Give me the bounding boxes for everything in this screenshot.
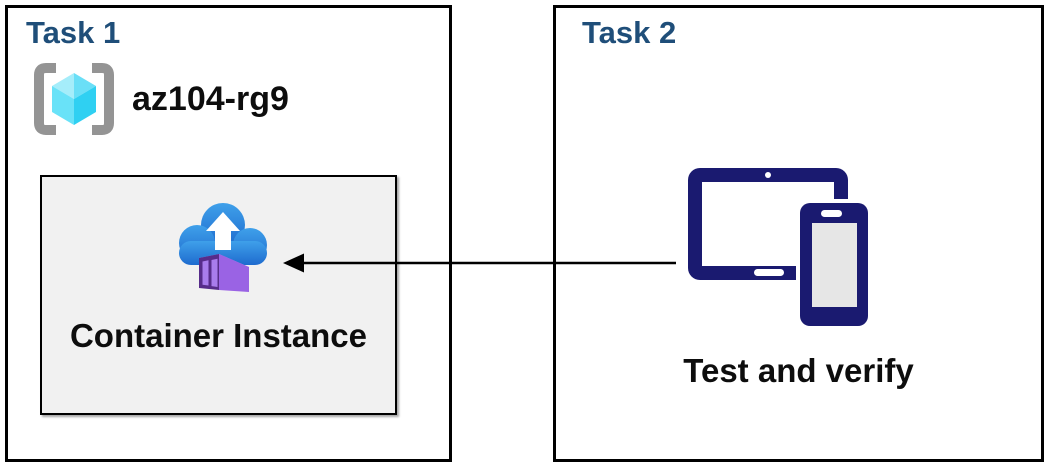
container-instance-panel: Container Instance bbox=[40, 175, 397, 415]
task2-box: Task 2 Test and verify bbox=[553, 5, 1044, 462]
tablet-phone-icon bbox=[688, 168, 872, 328]
container-instance-icon bbox=[179, 203, 267, 292]
phone-speaker-slot bbox=[821, 210, 842, 217]
container-box bbox=[199, 254, 249, 292]
task1-box: Task 1 az104-rg9 bbox=[5, 5, 452, 462]
upload-arrow bbox=[206, 212, 240, 250]
tablet-camera-dot bbox=[765, 172, 771, 178]
resource-group-name: az104-rg9 bbox=[132, 79, 289, 118]
task2-title: Task 2 bbox=[582, 15, 677, 50]
container-instance-label: Container Instance bbox=[69, 317, 368, 354]
resource-group-icon bbox=[34, 63, 114, 135]
tablet-home-button bbox=[754, 269, 784, 276]
task1-title: Task 1 bbox=[26, 15, 121, 50]
test-and-verify-label: Test and verify bbox=[683, 352, 914, 389]
resource-group-row: az104-rg9 bbox=[32, 60, 289, 138]
phone-icon bbox=[796, 199, 872, 328]
